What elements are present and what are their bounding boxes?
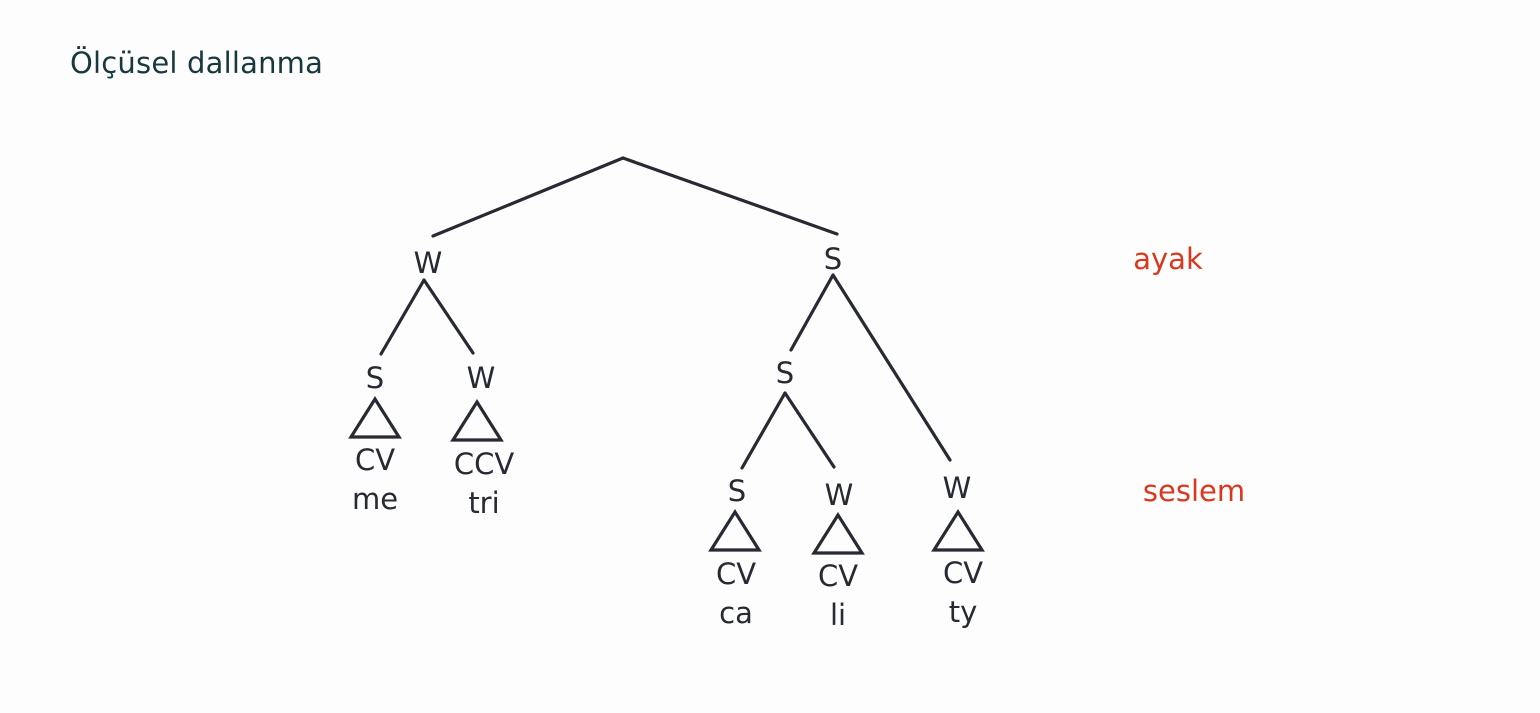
cv-template-ty: CV [943, 556, 983, 590]
node-s-foot: S [824, 242, 842, 276]
cv-template-me: CV [355, 443, 395, 477]
edge-sinner-right [783, 391, 836, 469]
syllable-text-ca: ca [719, 596, 753, 630]
cv-template-li: CV [818, 559, 858, 593]
syllable-triangle-li [811, 512, 865, 555]
syllable-triangle-ca [708, 509, 762, 552]
node-s-ca: S [728, 474, 746, 508]
syllable-text-tri: tri [468, 486, 499, 520]
page-title: Ölçüsel dallanma [70, 46, 324, 80]
node-s-inner: S [776, 356, 794, 390]
edge-root-left [431, 156, 625, 238]
node-w-foot: W [414, 246, 443, 280]
level-label-foot: ayak [1133, 242, 1203, 276]
node-w-tri: W [467, 361, 496, 395]
edge-sfoot-right [831, 273, 952, 462]
edge-sfoot-left [789, 273, 835, 352]
edge-wfoot-right [422, 278, 475, 355]
syllable-triangle-me [348, 396, 402, 439]
level-label-syllable: seslem [1143, 474, 1245, 508]
node-w-li: W [825, 478, 854, 512]
edge-sinner-left [740, 391, 787, 470]
node-s-me: S [366, 361, 384, 395]
edge-root-right [621, 156, 839, 236]
syllable-text-me: me [352, 482, 398, 516]
cv-template-tri: CCV [454, 447, 514, 481]
syllable-triangle-ty [931, 509, 985, 552]
syllable-triangle-tri [450, 399, 504, 442]
cv-template-ca: CV [716, 557, 756, 591]
syllable-text-ty: ty [949, 595, 978, 629]
node-w-ty: W [943, 471, 972, 505]
syllable-text-li: li [830, 598, 846, 632]
edge-wfoot-left [379, 278, 426, 356]
